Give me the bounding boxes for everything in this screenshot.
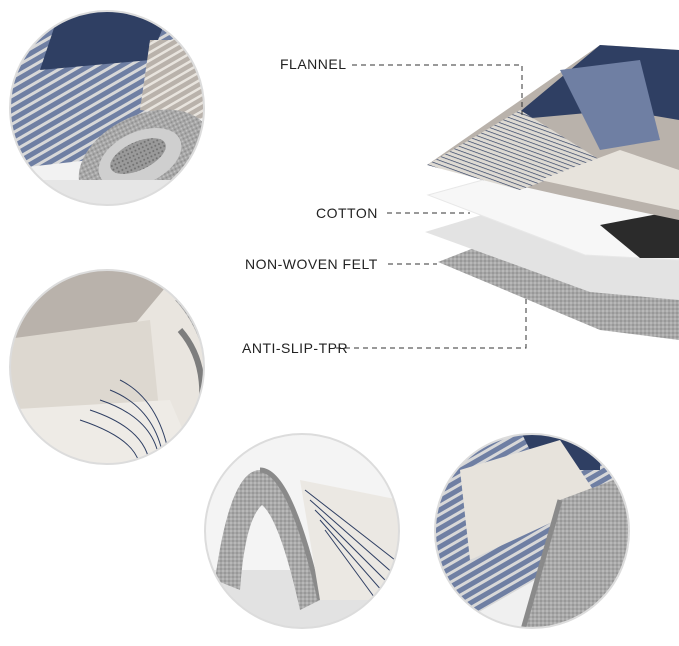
leader-line-tpr [336,295,527,349]
layer-label-anti-slip-tpr: ANTI-SLIP-TPR [242,340,349,356]
leader-lines [336,64,527,349]
rug-corner-backing-closeup [434,433,630,629]
layered-rug-cross-section [425,45,679,340]
layer-label-cotton: COTTON [316,205,378,221]
rolled-rug-edge-closeup [9,10,205,206]
layer-label-non-woven-felt: NON-WOVEN FELT [245,256,378,272]
leader-line-flannel [352,64,523,115]
layer-label-flannel: FLANNEL [280,56,347,72]
rug-folded-backing-closeup [204,433,400,629]
rug-stripes-closeup [9,269,205,465]
